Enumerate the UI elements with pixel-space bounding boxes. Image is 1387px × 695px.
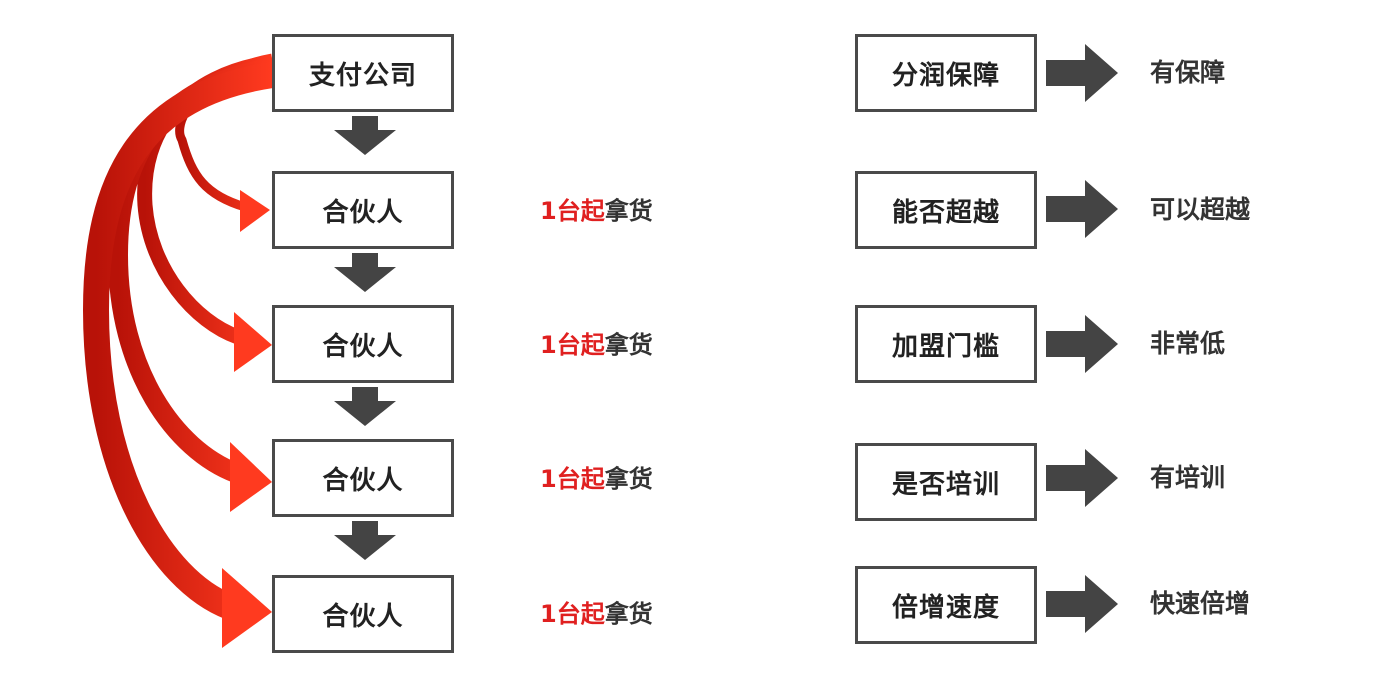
partner-tag-3: 1台起拿货 <box>540 467 653 491</box>
question-label: 倍增速度 <box>891 592 1000 623</box>
company-box-label: 支付公司 <box>308 60 417 91</box>
partner-box-1: 合伙人 <box>272 171 454 249</box>
right-arrow-5 <box>1046 575 1118 633</box>
down-arrow-1 <box>334 116 396 155</box>
right-arrow-1 <box>1046 44 1118 102</box>
answer-2: 可以超越 <box>1150 195 1251 224</box>
answer-3: 非常低 <box>1150 329 1226 358</box>
partner-box-4: 合伙人 <box>272 575 454 653</box>
partner-box-label: 合伙人 <box>322 331 404 362</box>
question-box-4: 是否培训 <box>855 443 1037 521</box>
partner-box-3: 合伙人 <box>272 439 454 517</box>
down-arrow-2 <box>334 253 396 292</box>
question-box-5: 倍增速度 <box>855 566 1037 644</box>
partner-tag-4: 1台起拿货 <box>540 602 653 626</box>
partner-tag-2: 1台起拿货 <box>540 333 653 357</box>
partner-box-label: 合伙人 <box>322 601 404 632</box>
tag-min-qty: 1台起 <box>540 465 605 493</box>
curve-arrow-4 <box>82 62 274 648</box>
tag-pickup: 拿货 <box>604 465 653 493</box>
tag-min-qty: 1台起 <box>540 600 605 628</box>
right-arrow-3 <box>1046 315 1118 373</box>
question-box-3: 加盟门槛 <box>855 305 1037 383</box>
partner-box-2: 合伙人 <box>272 305 454 383</box>
tag-pickup: 拿货 <box>604 197 653 225</box>
tag-min-qty: 1台起 <box>540 197 605 225</box>
question-label: 加盟门槛 <box>891 331 1000 362</box>
question-box-2: 能否超越 <box>855 171 1037 249</box>
tag-pickup: 拿货 <box>604 600 653 628</box>
down-arrow-3 <box>334 387 396 426</box>
down-arrow-4 <box>334 521 396 560</box>
partner-box-label: 合伙人 <box>322 465 404 496</box>
tag-min-qty: 1台起 <box>540 331 605 359</box>
partner-box-label: 合伙人 <box>322 197 404 228</box>
question-label: 能否超越 <box>891 197 1000 228</box>
answer-4: 有培训 <box>1150 463 1226 492</box>
right-arrow-2 <box>1046 180 1118 238</box>
question-box-1: 分润保障 <box>855 34 1037 112</box>
answer-1: 有保障 <box>1150 58 1226 87</box>
partner-tag-1: 1台起拿货 <box>540 199 653 223</box>
question-label: 是否培训 <box>891 469 1000 500</box>
company-box: 支付公司 <box>272 34 454 112</box>
right-arrow-4 <box>1046 449 1118 507</box>
answer-5: 快速倍增 <box>1150 589 1251 618</box>
question-label: 分润保障 <box>891 60 1000 91</box>
tag-pickup: 拿货 <box>604 331 653 359</box>
